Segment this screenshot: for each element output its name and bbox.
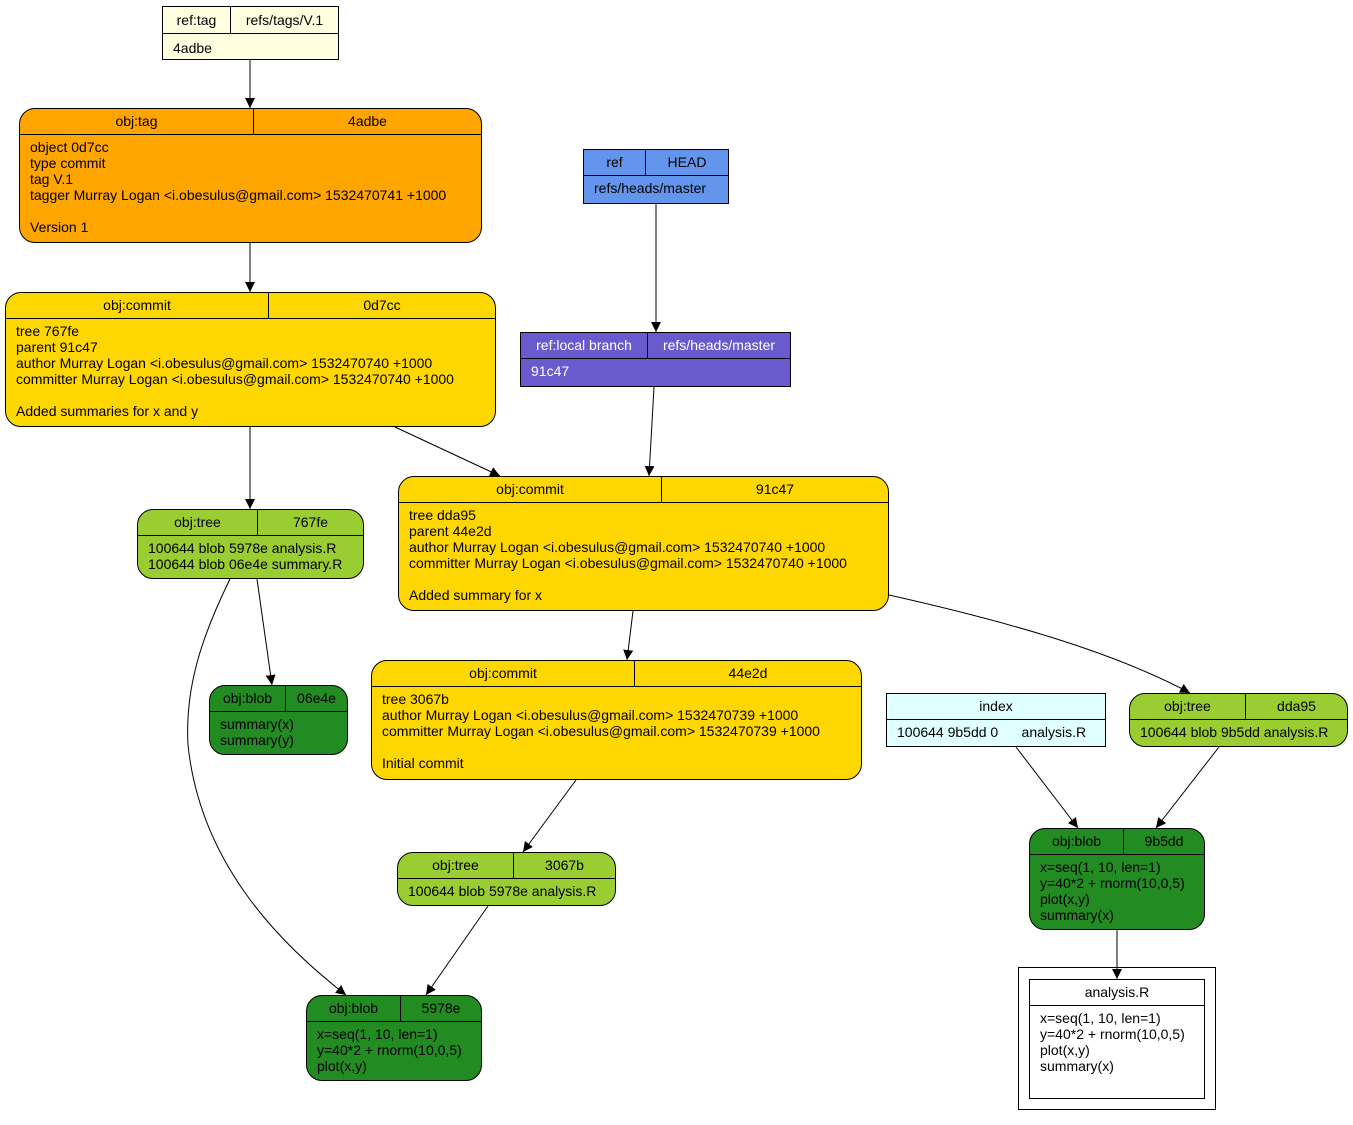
- ref-tag-name: refs/tags/V.1: [230, 7, 338, 33]
- commit-91c47-content: tree dda95 parent 44e2d author Murray Lo…: [409, 507, 847, 603]
- blob-9b5dd-type: obj:blob: [1051, 833, 1102, 849]
- blob-9b5dd-content: x=seq(1, 10, len=1) y=40*2 + rnorm(10,0,…: [1040, 859, 1185, 923]
- commit-91c47-node: obj:commit 91c47 tree dda95 parent 44e2d…: [398, 476, 889, 611]
- ref-head-name: HEAD: [645, 150, 728, 175]
- tree-767fe-content: 100644 blob 5978e analysis.R 100644 blob…: [148, 540, 343, 572]
- working-file-frame: [1018, 967, 1216, 1110]
- ref-head-value: refs/heads/master: [594, 180, 707, 196]
- commit-44e2d-type: obj:commit: [469, 665, 537, 681]
- ref-branch-type: ref:local branch: [536, 337, 632, 353]
- ref-branch-node: ref:local branch refs/heads/master 91c47: [520, 332, 791, 387]
- tree-767fe-node: obj:tree 767fe 100644 blob 5978e analysi…: [137, 509, 364, 579]
- index-title: index: [979, 698, 1013, 714]
- blob-5978e-type: obj:blob: [328, 1000, 379, 1016]
- edge-commit-91c47-to-commit-44e2d: [623, 610, 634, 661]
- ref-tag-type: ref:tag: [176, 12, 217, 28]
- commit-0d7cc-content: tree 767fe parent 91c47 author Murray Lo…: [16, 323, 454, 419]
- obj-tag-content: object 0d7cc type commit tag V.1 tagger …: [30, 139, 447, 235]
- working-file-name: analysis.R: [1084, 984, 1150, 1000]
- edge-branch-to-commit-91c47: [644, 386, 655, 477]
- tree-3067b-type: obj:tree: [432, 857, 479, 873]
- blob-5978e-content: x=seq(1, 10, len=1) y=40*2 + rnorm(10,0,…: [317, 1026, 462, 1074]
- commit-44e2d-hash: 44e2d: [634, 661, 861, 686]
- edge-commit-44e2d-to-tree-3067b: [522, 779, 577, 853]
- ref-branch-name: refs/heads/master: [647, 333, 790, 358]
- commit-91c47-type: obj:commit: [496, 481, 564, 497]
- tree-dda95-content: 100644 blob 9b5dd analysis.R: [1140, 724, 1329, 740]
- index-entry: 100644 9b5dd 0 analysis.R: [897, 724, 1087, 740]
- tree-dda95-hash: dda95: [1245, 694, 1347, 719]
- tree-3067b-node: obj:tree 3067b 100644 blob 5978e analysi…: [397, 852, 616, 906]
- ref-tag-node: ref:tag refs/tags/V.1 4adbe: [162, 6, 339, 60]
- tree-dda95-node: obj:tree dda95 100644 blob 9b5dd analysi…: [1129, 693, 1348, 747]
- commit-0d7cc-node: obj:commit 0d7cc tree 767fe parent 91c47…: [5, 292, 496, 427]
- commit-91c47-hash: 91c47: [661, 477, 888, 502]
- ref-head-type: ref: [606, 154, 623, 170]
- commit-44e2d-content: tree 3067b author Murray Logan <i.obesul…: [382, 691, 820, 771]
- blob-06e4e-type: obj:blob: [222, 690, 273, 706]
- tree-3067b-content: 100644 blob 5978e analysis.R: [408, 883, 597, 899]
- ref-branch-value: 91c47: [531, 363, 570, 379]
- blob-9b5dd-node: obj:blob 9b5dd x=seq(1, 10, len=1) y=40*…: [1029, 828, 1205, 930]
- tree-767fe-hash: 767fe: [257, 510, 363, 535]
- blob-9b5dd-hash: 9b5dd: [1123, 829, 1204, 854]
- commit-0d7cc-type: obj:commit: [103, 297, 171, 313]
- index-node: index 100644 9b5dd 0 analysis.R: [886, 693, 1106, 747]
- edge-index-to-blob-9b5dd: [1015, 746, 1079, 829]
- ref-head-node: ref HEAD refs/heads/master: [583, 149, 729, 204]
- commit-0d7cc-hash: 0d7cc: [268, 293, 495, 318]
- commit-44e2d-node: obj:commit 44e2d tree 3067b author Murra…: [371, 660, 862, 780]
- obj-tag-node: obj:tag 4adbe object 0d7cc type commit t…: [19, 108, 482, 243]
- working-file-content: x=seq(1, 10, len=1) y=40*2 + rnorm(10,0,…: [1040, 1010, 1185, 1074]
- working-file-node: analysis.R x=seq(1, 10, len=1) y=40*2 + …: [1029, 979, 1205, 1099]
- blob-06e4e-node: obj:blob 06e4e summary(x) summary(y): [209, 685, 348, 755]
- blob-06e4e-hash: 06e4e: [285, 686, 347, 711]
- tree-767fe-type: obj:tree: [174, 514, 221, 530]
- obj-tag-type: obj:tag: [115, 113, 158, 129]
- edge-tree-767fe-to-blob-06e4e: [256, 578, 276, 686]
- edge-tree-767fe-to-blob-5978e: [187, 578, 347, 996]
- edge-commit-91c47-to-tree-dda95: [888, 594, 1191, 694]
- edge-tree-dda95-to-blob-9b5dd: [1155, 746, 1220, 829]
- edge-commit-0d7cc-to-commit-91c47: [394, 426, 501, 477]
- tree-3067b-hash: 3067b: [513, 853, 615, 878]
- blob-5978e-hash: 5978e: [400, 996, 481, 1021]
- ref-tag-value: 4adbe: [173, 40, 212, 56]
- blob-5978e-node: obj:blob 5978e x=seq(1, 10, len=1) y=40*…: [306, 995, 482, 1081]
- obj-tag-hash: 4adbe: [253, 109, 481, 134]
- edge-tree-3067b-to-blob-5978e: [425, 905, 489, 996]
- tree-dda95-type: obj:tree: [1164, 698, 1211, 714]
- blob-06e4e-content: summary(x) summary(y): [220, 716, 294, 748]
